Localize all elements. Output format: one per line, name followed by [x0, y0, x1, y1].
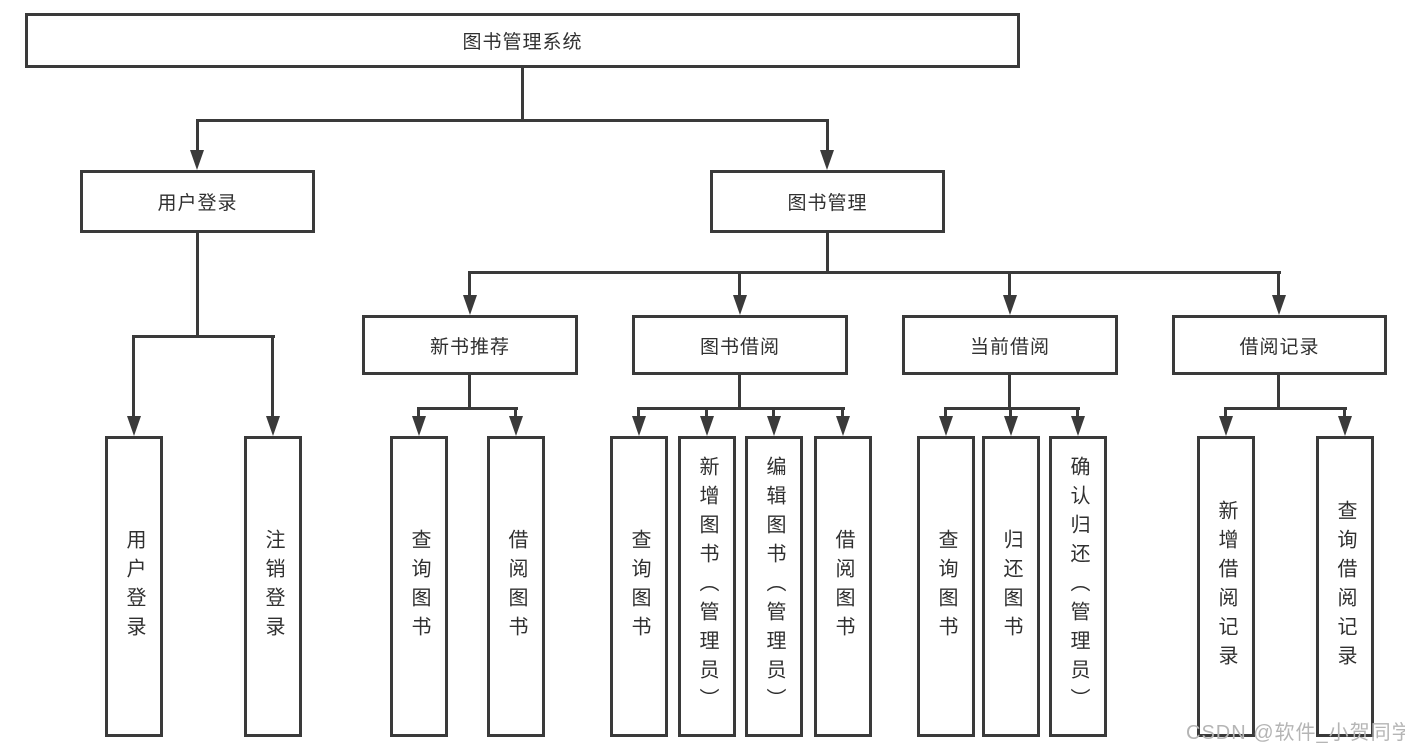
leaf-query-books-borrowing: 查询图书	[610, 436, 668, 737]
connector-line	[196, 119, 199, 152]
node-current-borrowing: 当前借阅	[902, 315, 1118, 375]
node-borrowing-records: 借阅记录	[1172, 315, 1387, 375]
connector-line	[841, 407, 844, 422]
arrowhead-down	[1004, 416, 1018, 436]
arrowhead-down	[127, 416, 141, 436]
arrowhead-down	[733, 295, 747, 315]
connector-line	[738, 271, 741, 299]
connector-line	[468, 375, 471, 408]
leaf-add-borrow-record: 新增借阅记录	[1197, 436, 1255, 737]
connector-line	[196, 233, 199, 336]
connector-line	[826, 233, 829, 272]
arrowhead-down	[1003, 295, 1017, 315]
node-book-borrowing: 图书借阅	[632, 315, 848, 375]
leaf-logout: 注销登录	[244, 436, 302, 737]
connector-line	[132, 335, 275, 338]
node-label: 查询图书	[628, 528, 650, 645]
arrowhead-down	[1272, 295, 1286, 315]
arrowhead-down	[767, 416, 781, 436]
node-label: 新增图书（管理员）	[696, 456, 718, 717]
connector-line	[1008, 271, 1011, 299]
connector-line	[1009, 407, 1012, 422]
arrowhead-down	[1071, 416, 1085, 436]
arrowhead-down	[632, 416, 646, 436]
connector-line	[1076, 407, 1079, 422]
arrowhead-down	[190, 150, 204, 170]
connector-line	[132, 335, 135, 418]
arrowhead-down	[1338, 416, 1352, 436]
node-label: 编辑图书（管理员）	[763, 456, 785, 717]
node-label: 查询图书	[935, 528, 957, 645]
connector-line	[637, 407, 640, 422]
connector-line	[705, 407, 708, 422]
arrowhead-down	[939, 416, 953, 436]
connector-line	[417, 407, 518, 410]
connector-line	[521, 68, 524, 120]
node-book-management: 图书管理	[710, 170, 945, 233]
arrowhead-down	[836, 416, 850, 436]
node-label: 借阅图书	[505, 528, 527, 645]
node-label: 借阅图书	[832, 528, 854, 645]
connector-line	[826, 119, 829, 152]
node-new-book-recommendation: 新书推荐	[362, 315, 578, 375]
connector-line	[1277, 271, 1280, 299]
connector-line	[196, 119, 829, 122]
leaf-query-books-recommend: 查询图书	[390, 436, 448, 737]
node-label: 用户登录	[157, 193, 238, 214]
leaf-query-borrow-record: 查询借阅记录	[1316, 436, 1374, 737]
leaf-user-login: 用户登录	[105, 436, 163, 737]
leaf-add-books-admin: 新增图书（管理员）	[678, 436, 736, 737]
leaf-confirm-return-admin: 确认归还（管理员）	[1049, 436, 1107, 737]
arrowhead-down	[820, 150, 834, 170]
leaf-edit-books-admin: 编辑图书（管理员）	[745, 436, 803, 737]
node-label: 确认归还（管理员）	[1067, 456, 1089, 717]
node-label: 新书推荐	[429, 336, 510, 358]
node-label: 新增借阅记录	[1215, 499, 1237, 674]
arrowhead-down	[700, 416, 714, 436]
arrowhead-down	[266, 416, 280, 436]
connector-line	[1224, 407, 1227, 422]
connector-line	[417, 407, 420, 422]
node-label: 图书管理	[787, 193, 868, 214]
arrowhead-down	[1219, 416, 1233, 436]
connector-line	[1224, 407, 1347, 410]
node-label: 查询图书	[408, 528, 430, 645]
leaf-return-books: 归还图书	[982, 436, 1040, 737]
connector-line	[1008, 375, 1011, 408]
node-label: 归还图书	[1000, 528, 1022, 645]
connector-line	[772, 407, 775, 422]
connector-line	[944, 407, 1080, 410]
node-label: 当前借阅	[969, 336, 1050, 358]
connector-line	[468, 271, 471, 299]
node-user-login: 用户登录	[80, 170, 315, 233]
connector-line	[637, 407, 845, 410]
leaf-query-books-current: 查询图书	[917, 436, 975, 737]
leaf-borrow-books-borrowing: 借阅图书	[814, 436, 872, 737]
node-label: 用户登录	[123, 528, 145, 645]
node-label: 借阅记录	[1239, 336, 1320, 358]
arrowhead-down	[509, 416, 523, 436]
arrowhead-down	[412, 416, 426, 436]
node-library-management-system: 图书管理系统	[25, 13, 1020, 68]
connector-line	[468, 271, 1281, 274]
connector-line	[1277, 375, 1280, 408]
leaf-borrow-books-recommend: 借阅图书	[487, 436, 545, 737]
node-label: 图书借阅	[699, 336, 780, 358]
node-label: 查询借阅记录	[1334, 499, 1356, 674]
arrowhead-down	[463, 295, 477, 315]
connector-line	[1343, 407, 1346, 422]
connector-line	[514, 407, 517, 422]
node-label: 注销登录	[262, 528, 284, 645]
connector-line	[271, 335, 274, 418]
node-label: 图书管理系统	[462, 32, 583, 53]
connector-line	[944, 407, 947, 422]
csdn-watermark: CSDN @软件_小贺同学	[1186, 722, 1405, 744]
connector-line	[738, 375, 741, 408]
